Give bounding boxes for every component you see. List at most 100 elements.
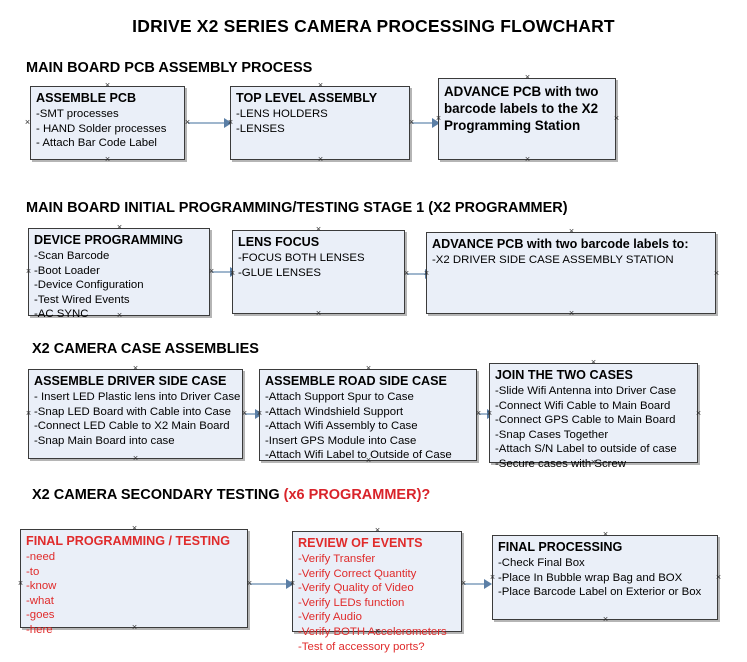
- connector-anchor-top: [568, 228, 575, 235]
- connector-anchor-right: [403, 270, 410, 277]
- connector-anchor-left: [486, 410, 493, 417]
- connector-anchor-left: [17, 580, 24, 587]
- flow-box-header: FINAL PROGRAMMING / TESTING: [26, 534, 231, 548]
- page-title: IDRIVE X2 SERIES CAMERA PROCESSING FLOWC…: [132, 16, 615, 36]
- flow-box-assemble-road-side-case[interactable]: ASSEMBLE ROAD SIDE CASE -Attach Support …: [259, 369, 477, 461]
- flow-box-header: LENS FOCUS: [238, 235, 320, 249]
- flow-box-line: -Device Configuration: [34, 279, 144, 292]
- flow-box-header: JOIN THE TWO CASES: [495, 368, 633, 382]
- connector-anchor-bottom: [132, 455, 139, 462]
- section-title-secondary-testing: X2 CAMERA SECONDARY TESTING (x6 PROGRAMM…: [32, 487, 430, 503]
- flow-box-final-processing[interactable]: FINAL PROCESSING -Check Final Box -Place…: [492, 535, 718, 620]
- flow-box-header: FINAL PROCESSING: [498, 540, 623, 554]
- connector-anchor-left: [25, 410, 32, 417]
- connector-anchor-right: [460, 580, 467, 587]
- flow-box-line: -Place Barcode Label on Exterior or Box: [498, 586, 702, 599]
- flow-box-line-overflow: -Test of accessory ports?: [298, 640, 425, 653]
- connector-anchor-left: [227, 119, 234, 126]
- flow-box-line: - Insert LED Plastic lens into Driver Ca…: [34, 391, 241, 403]
- flow-box-line: -Connect Wifi Cable to Main Board: [495, 399, 671, 412]
- flow-box-line: -Check Final Box: [498, 557, 585, 569]
- connector-line-3: [212, 271, 234, 273]
- flow-box-line: - Attach Bar Code Label: [36, 137, 157, 150]
- connector-anchor-top: [132, 365, 139, 372]
- connector-anchor-right: [241, 410, 248, 417]
- flow-box-join-the-two-cases[interactable]: JOIN THE TWO CASES -Slide Wifi Antenna i…: [489, 363, 698, 470]
- connector-anchor-right: [475, 410, 482, 417]
- flow-box-line: -Verify Audio: [298, 611, 362, 624]
- section-title-main-board-pcb-assembly: MAIN BOARD PCB ASSEMBLY PROCESS: [26, 60, 312, 76]
- connector-anchor-left: [435, 115, 442, 122]
- flow-box-header: REVIEW OF EVENTS: [298, 536, 423, 550]
- connector-anchor-left: [289, 580, 296, 587]
- connector-anchor-right: [184, 119, 191, 126]
- flow-box-line: -know: [26, 580, 57, 593]
- section-title-text: X2 CAMERA CASE ASSEMBLIES: [32, 341, 259, 357]
- connector-anchor-top: [524, 74, 531, 81]
- flow-box-assemble-driver-side-case[interactable]: ASSEMBLE DRIVER SIDE CASE - Insert LED P…: [28, 369, 243, 459]
- flow-box-line: -Connect GPS Cable to Main Board: [495, 414, 676, 427]
- flow-box-line: -Boot Loader: [34, 264, 100, 277]
- connector-anchor-left: [489, 574, 496, 581]
- flow-box-advance-pcb-driver-side-case[interactable]: ADVANCE PCB with two barcode labels to: …: [426, 232, 716, 314]
- section-title-initial-programming: MAIN BOARD INITIAL PROGRAMMING/TESTING S…: [26, 200, 568, 216]
- flow-box-line: -Insert GPS Module into Case: [265, 434, 417, 447]
- section-title-text: X2 CAMERA SECONDARY TESTING: [32, 487, 284, 503]
- connector-anchor-bottom: [104, 156, 111, 163]
- connector-anchor-bottom: [116, 312, 123, 319]
- connector-anchor-top: [365, 365, 372, 372]
- flow-box-line: -here: [26, 623, 53, 636]
- flow-box-line: -need: [26, 551, 56, 563]
- connector-anchor-left: [229, 270, 236, 277]
- flow-box-assemble-pcb[interactable]: ASSEMBLE PCB -SMT processes - HAND Solde…: [30, 86, 185, 160]
- flow-box-line: -Attach S/N Label to outside of case: [495, 443, 677, 456]
- flow-box-line: -Slide Wifi Antenna into Driver Case: [495, 385, 677, 397]
- connector-arrow-8: [484, 579, 492, 589]
- connector-anchor-left: [24, 119, 31, 126]
- flow-box-line: -Connect LED Cable to X2 Main Board: [34, 420, 230, 433]
- flow-box-line: -Snap Main Board into case: [34, 434, 175, 447]
- flow-box-line: -Verify LEDs function: [298, 596, 405, 609]
- connector-anchor-bottom: [131, 624, 138, 631]
- flow-box-line: -Attach Windshield Support: [265, 405, 404, 418]
- connector-anchor-bottom: [568, 310, 575, 317]
- connector-anchor-bottom: [374, 628, 381, 635]
- flow-box-top-level-assembly[interactable]: TOP LEVEL ASSEMBLY -LENS HOLDERS -LENSES: [230, 86, 410, 160]
- flow-box-advance-pcb-programming-station[interactable]: ADVANCE PCB with two barcode labels to t…: [438, 78, 616, 160]
- flow-box-line: -Place In Bubble wrap Bag and BOX: [498, 571, 683, 584]
- connector-anchor-top: [315, 226, 322, 233]
- connector-line-5: [245, 413, 261, 415]
- flow-box-line: - HAND Solder processes: [36, 122, 167, 135]
- connector-anchor-top: [116, 224, 123, 231]
- flow-box-line: -LENSES: [236, 122, 285, 135]
- flow-box-device-programming[interactable]: DEVICE PROGRAMMING -Scan Barcode -Boot L…: [28, 228, 210, 320]
- connector-anchor-right: [713, 270, 720, 277]
- connector-anchor-bottom: [524, 156, 531, 163]
- flow-box-header: DEVICE PROGRAMMING: [34, 233, 184, 247]
- connector-anchor-bottom: [317, 156, 324, 163]
- connector-anchor-right: [715, 574, 722, 581]
- connector-anchor-bottom: [365, 457, 372, 464]
- flow-box-line: -X2 DRIVER SIDE CASE ASSEMBLY STATION: [432, 254, 674, 266]
- section-title-text: MAIN BOARD PCB ASSEMBLY PROCESS: [26, 60, 313, 76]
- flow-box-header: ASSEMBLE PCB: [36, 91, 137, 105]
- connector-anchor-top: [104, 82, 111, 89]
- flow-box-review-of-events[interactable]: REVIEW OF EVENTS -Verify Transfer -Verif…: [292, 531, 462, 653]
- flow-box-header: TOP LEVEL ASSEMBLY: [236, 91, 378, 105]
- flow-box-line: -LENS HOLDERS: [236, 108, 328, 120]
- connector-anchor-bottom: [602, 616, 609, 623]
- flow-box-line: -Verify BOTH Accelerometers: [298, 625, 447, 638]
- flow-box-line: -Verify Correct Quantity: [298, 567, 417, 580]
- flow-box-line: -AC SYNC: [34, 308, 89, 321]
- connector-anchor-left: [25, 268, 32, 275]
- flow-box-lens-focus[interactable]: LENS FOCUS -FOCUS BOTH LENSES -GLUE LENS…: [232, 230, 405, 314]
- connector-line-8: [464, 583, 490, 585]
- connector-anchor-bottom: [590, 459, 597, 466]
- connector-anchor-top: [317, 82, 324, 89]
- flow-box-line: -Snap LED Board with Cable into Case: [34, 405, 231, 418]
- connector-anchor-left: [423, 270, 430, 277]
- connector-anchor-right: [246, 580, 253, 587]
- connector-anchor-right: [408, 119, 415, 126]
- flow-box-final-programming-testing[interactable]: FINAL PROGRAMMING / TESTING -need -to -k…: [20, 529, 248, 636]
- connector-line-7: [250, 583, 292, 585]
